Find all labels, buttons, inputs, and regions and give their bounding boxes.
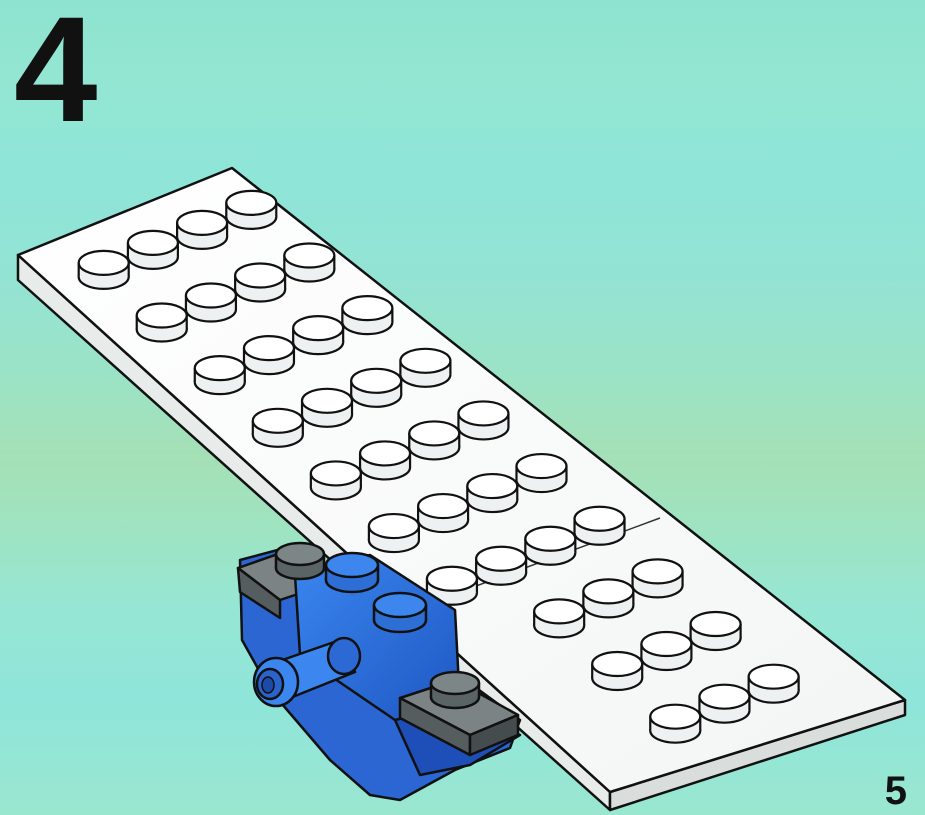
plate-stud (573, 505, 626, 546)
technic-pin (252, 636, 362, 708)
plate-stud (689, 610, 742, 652)
plate-stud (77, 249, 130, 290)
plate-stud (747, 663, 800, 704)
plate-stud (225, 189, 278, 230)
plate-stud (416, 492, 470, 534)
plate-stud (591, 650, 644, 692)
plate-stud (640, 630, 693, 672)
gray-plate-studs (274, 541, 481, 710)
plate-stud (582, 578, 635, 619)
plate-stud (126, 229, 179, 270)
plate-stud (184, 282, 238, 323)
plate-stud (292, 315, 345, 356)
plate-stud (475, 545, 528, 586)
plate-stud (649, 703, 702, 744)
plate-stud (457, 400, 510, 441)
plate-stud (524, 525, 577, 566)
plate-stud (466, 472, 519, 514)
blue-brick-assembly (236, 541, 522, 802)
plate-stud (283, 242, 336, 283)
plate-stud (408, 420, 461, 461)
plate-stud (533, 598, 586, 639)
plate-stud (358, 440, 412, 481)
plate-stud (242, 335, 296, 376)
blue-brick-studs (324, 551, 428, 634)
plate-stud (367, 512, 420, 554)
plate-stud (300, 387, 354, 428)
plate-stud (515, 452, 568, 494)
plate-stud (309, 460, 362, 501)
step-number: 4 (14, 0, 97, 153)
plate-stud (631, 558, 684, 599)
plate-stud (341, 295, 394, 336)
plate-studs (77, 189, 800, 744)
plate-stud (175, 209, 229, 250)
plate-stud (193, 355, 246, 396)
page-number: 5 (884, 769, 907, 813)
plate-stud (425, 565, 479, 606)
plate-stud (234, 262, 287, 303)
plate-stud (399, 347, 452, 388)
plate-stud (698, 683, 751, 724)
plate-stud (135, 302, 188, 343)
plate-stud (350, 367, 403, 408)
plate-stud (251, 407, 304, 448)
